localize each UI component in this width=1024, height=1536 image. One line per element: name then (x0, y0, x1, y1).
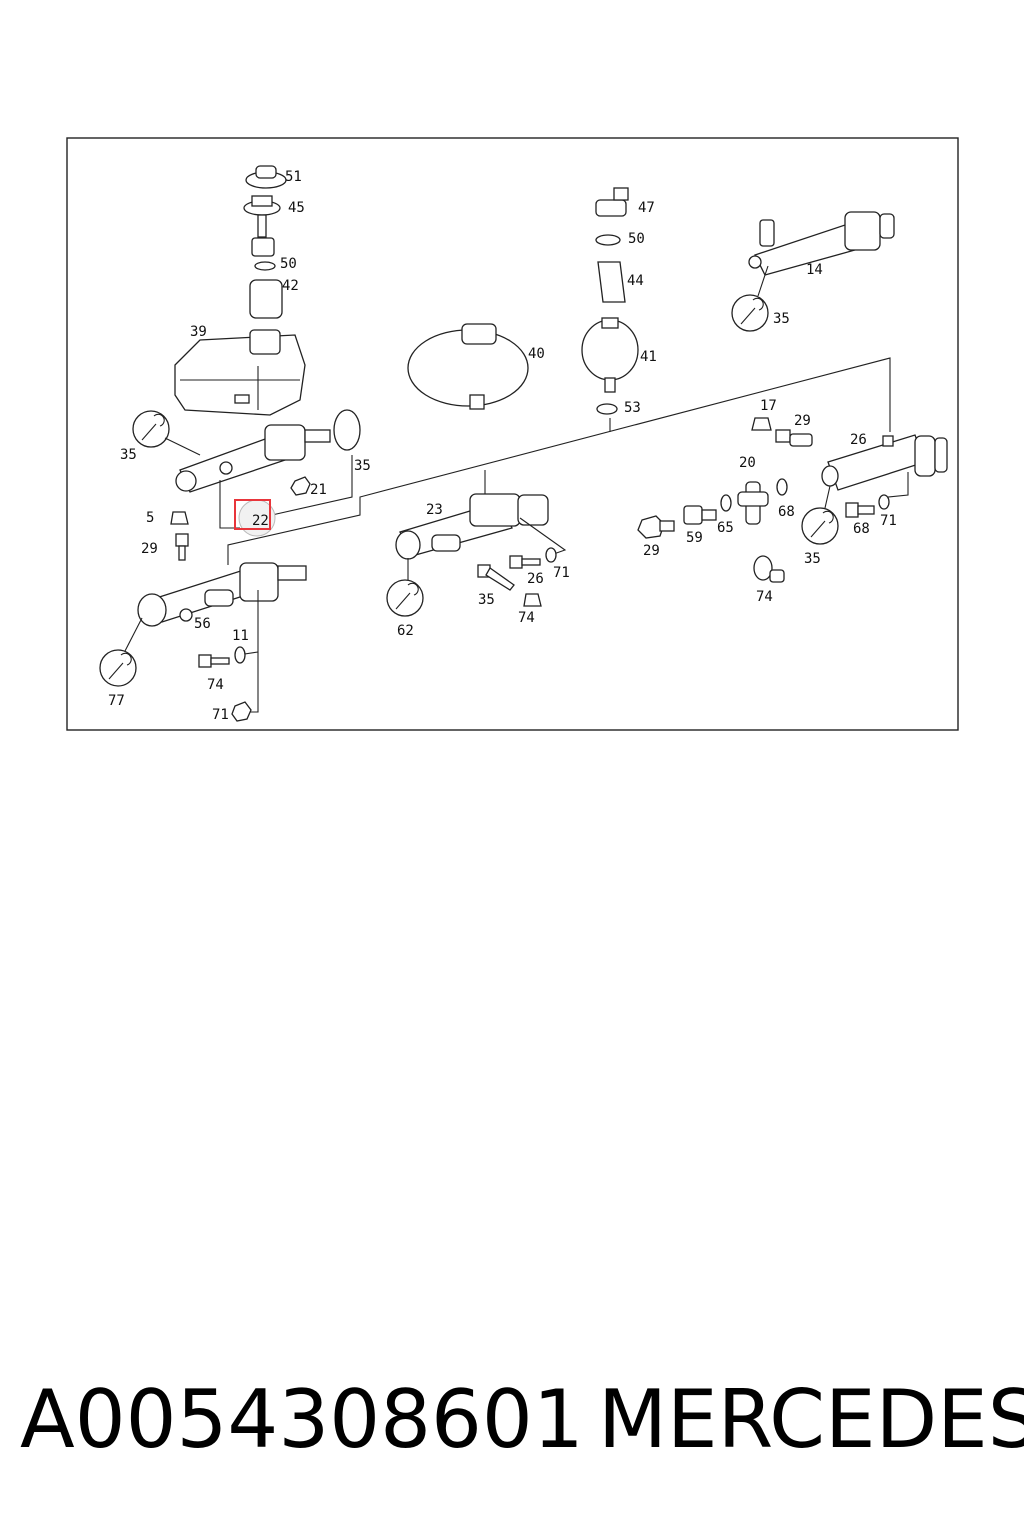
accumulator-41 (581, 317, 639, 393)
callout-68: 68 (853, 521, 870, 537)
callout-77: 77 (108, 693, 125, 709)
fitting-26-right (775, 429, 813, 447)
wrench-icon (132, 410, 201, 456)
callout-56: 56 (194, 616, 211, 632)
callout-20: 20 (739, 455, 756, 471)
callout-35: 35 (120, 447, 137, 463)
callout-71: 71 (880, 513, 897, 529)
callout-74: 74 (518, 610, 535, 626)
banjo-62 (753, 555, 785, 583)
callout-71: 71 (212, 707, 229, 723)
wrench-icon (801, 485, 839, 545)
callout-65: 65 (717, 520, 734, 536)
callout-23: 23 (426, 502, 443, 518)
cylinder-11 (137, 562, 307, 627)
cylinder-20 (821, 434, 948, 491)
bracket-20 (887, 472, 909, 498)
connection-line-main (227, 357, 891, 565)
callout-21: 21 (310, 482, 327, 498)
boot-44 (597, 261, 626, 303)
callout-50: 50 (628, 231, 645, 247)
cap-47 (595, 187, 629, 217)
cap-45 (243, 195, 281, 238)
callout-labels: 51 45 50 42 39 47 50 44 40 41 53 14 35 35 21 22 5 29 23 17 2… (108, 169, 897, 723)
reservoir-40 (407, 323, 529, 410)
callout-53: 53 (624, 400, 641, 416)
callout-29: 29 (141, 541, 158, 557)
strainer-42 (249, 279, 283, 319)
bolt-65 (683, 505, 717, 525)
washer-50b (595, 234, 621, 246)
fitting-56 (737, 481, 769, 525)
callout-26: 26 (527, 571, 544, 587)
washer-68-right (776, 478, 788, 496)
bolt-26-mid (477, 564, 515, 591)
cylinder-21 (175, 424, 331, 493)
callout-29: 29 (794, 413, 811, 429)
washer-50 (254, 261, 276, 271)
callout-39: 39 (190, 324, 207, 340)
callout-35: 35 (354, 458, 371, 474)
washer-74-mid (545, 547, 557, 563)
bolt-71-right (845, 502, 875, 518)
callout-14: 14 (806, 262, 823, 278)
callout-5-highlighted: 5 (146, 510, 154, 526)
highlight-box[interactable] (234, 499, 271, 530)
cap-51 (245, 165, 287, 189)
washer-74-left (234, 646, 246, 664)
callout-51: 51 (285, 169, 302, 185)
brand-name: MERCEDES (598, 1373, 1024, 1466)
callout-11: 11 (232, 628, 249, 644)
callout-40: 40 (528, 346, 545, 362)
bracket-21 (271, 455, 353, 516)
washer-53 (596, 403, 618, 415)
callout-29: 29 (643, 543, 660, 559)
callout-74: 74 (207, 677, 224, 693)
wrench-icon (386, 558, 424, 617)
callout-26: 26 (850, 432, 867, 448)
callout-41: 41 (640, 349, 657, 365)
diagram-frame (66, 137, 959, 731)
part-number: A0054308601 (20, 1373, 584, 1466)
callout-68: 68 (778, 504, 795, 520)
oring-21 (333, 409, 361, 451)
cylinder-17 (395, 493, 549, 560)
cap-29-mid (523, 593, 542, 607)
callout-44: 44 (627, 273, 644, 289)
callout-50: 50 (280, 256, 297, 272)
bolt-59 (637, 515, 675, 539)
cap-29-right (751, 417, 772, 431)
reservoir-39 (174, 329, 306, 416)
cap-29-left (170, 511, 189, 525)
cylinder-14 (748, 211, 895, 276)
callout-45: 45 (288, 200, 305, 216)
callout-35: 35 (478, 592, 495, 608)
bracket-5 (219, 480, 240, 529)
nut-22 (290, 476, 311, 496)
callout-42: 42 (282, 278, 299, 294)
callout-35: 35 (773, 311, 790, 327)
bolt-71-left (198, 654, 230, 668)
callout-59: 59 (686, 530, 703, 546)
callout-71: 71 (553, 565, 570, 581)
bolt-71-mid (509, 555, 541, 569)
caption: A0054308601 MERCEDES (0, 1370, 1024, 1470)
washer-68-left (720, 494, 732, 512)
bracket-11 (248, 590, 259, 713)
callout-74: 74 (756, 589, 773, 605)
washer-74-right (878, 494, 890, 510)
nut-77 (231, 701, 252, 722)
callout-47: 47 (638, 200, 655, 216)
callout-17: 17 (760, 398, 777, 414)
wrench-icon (731, 265, 769, 332)
parts-diagram: 51 45 50 42 39 47 50 44 40 41 53 14 35 35 21 22 5 29 23 17 2… (66, 137, 959, 731)
bolt-23 (175, 533, 189, 561)
filter-50 (251, 237, 275, 257)
callout-22: 22 (252, 513, 269, 529)
callout-62: 62 (397, 623, 414, 639)
wrench-icon (99, 617, 143, 687)
callout-35: 35 (804, 551, 821, 567)
